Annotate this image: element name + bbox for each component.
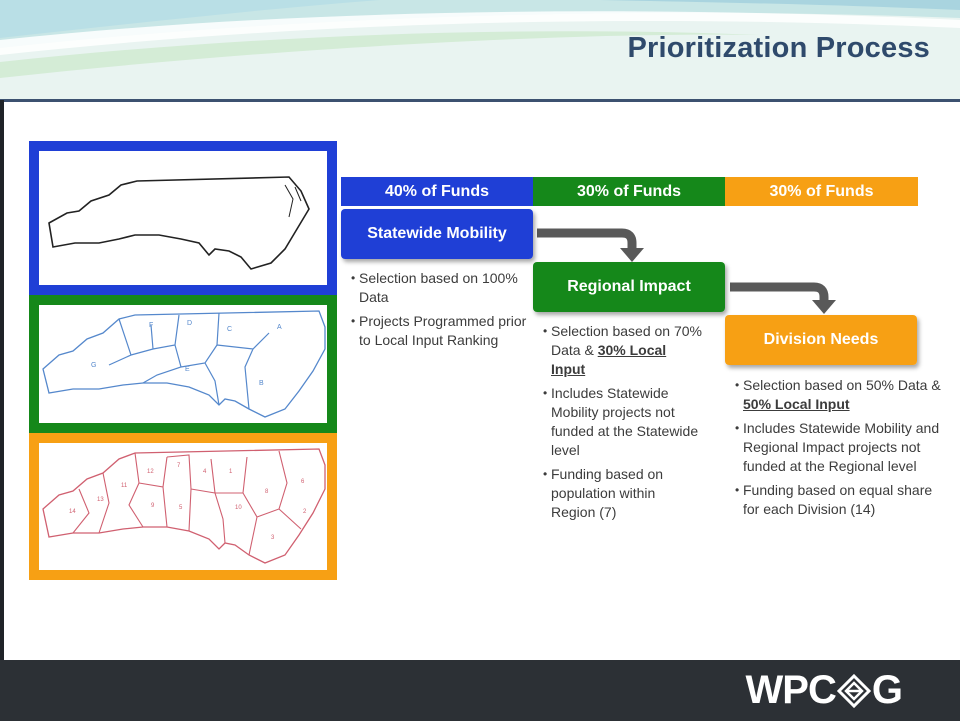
statewide-map-panel bbox=[29, 141, 337, 295]
division-label: 3 bbox=[271, 535, 275, 541]
left-border bbox=[0, 100, 4, 660]
division-bullet-funding: Funding based on equal share for each Di… bbox=[735, 481, 945, 519]
arrow-regional-to-division bbox=[730, 282, 836, 314]
regional-bullet-funding: Funding based on population within Regio… bbox=[543, 465, 703, 522]
division-label: 12 bbox=[147, 469, 154, 475]
regional-funds-bar: 30% of Funds bbox=[533, 177, 725, 206]
statewide-map bbox=[48, 176, 310, 270]
division-map: 14 13 11 12 9 7 5 4 1 10 8 6 3 2 bbox=[42, 448, 326, 564]
wpcog-logo: WPC G bbox=[745, 668, 903, 713]
division-label: 14 bbox=[69, 509, 76, 515]
division-label: 2 bbox=[303, 509, 307, 515]
regional-bullets: Selection based on 70% Data & 30% Local … bbox=[543, 322, 703, 527]
statewide-mobility-box: Statewide Mobility bbox=[341, 209, 533, 259]
region-label: F bbox=[149, 322, 153, 329]
logo-text-right: G bbox=[871, 668, 903, 712]
division-label: 4 bbox=[203, 469, 207, 475]
region-label: A bbox=[277, 324, 282, 331]
regional-impact-box: Regional Impact bbox=[533, 262, 725, 312]
arrow-statewide-to-regional bbox=[537, 228, 644, 262]
header-divider bbox=[0, 99, 960, 102]
statewide-funds-bar: 40% of Funds bbox=[341, 177, 533, 206]
division-bullet-includes: Includes Statewide Mobility and Regional… bbox=[735, 419, 945, 476]
division-bullet-data: Selection based on 50% Data & 50% Local … bbox=[735, 376, 945, 414]
division-label: 1 bbox=[229, 469, 233, 475]
header-swoosh-graphic bbox=[0, 0, 960, 79]
division-label: 10 bbox=[235, 505, 242, 511]
slide-footer bbox=[0, 660, 960, 721]
region-label: B bbox=[259, 380, 264, 387]
statewide-bullets: Selection based on 100% Data Projects Pr… bbox=[351, 269, 529, 355]
regional-map: F D C A G E B bbox=[42, 310, 326, 418]
division-local-input-emphasis: 50% Local Input bbox=[743, 396, 850, 412]
regional-bullet-data: Selection based on 70% Data & 30% Local … bbox=[543, 322, 703, 379]
division-funds-bar: 30% of Funds bbox=[725, 177, 918, 206]
division-label: 11 bbox=[121, 483, 128, 489]
slide-header: Prioritization Process bbox=[0, 0, 960, 100]
regional-map-panel: F D C A G E B bbox=[29, 295, 337, 433]
logo-text-left: WPC bbox=[745, 668, 837, 712]
regional-local-input-emphasis: 30% Local Input bbox=[551, 342, 667, 377]
division-needs-box: Division Needs bbox=[725, 315, 917, 365]
logo-diamond-icon bbox=[836, 673, 871, 708]
division-label: 5 bbox=[179, 505, 183, 511]
division-label: 8 bbox=[265, 489, 269, 495]
statewide-bullet-programmed: Projects Programmed prior to Local Input… bbox=[351, 312, 529, 350]
region-label: D bbox=[187, 320, 192, 327]
division-label: 7 bbox=[177, 463, 181, 469]
division-label: 9 bbox=[151, 503, 155, 509]
division-label: 6 bbox=[301, 479, 305, 485]
statewide-bullet-data: Selection based on 100% Data bbox=[351, 269, 529, 307]
slide-title: Prioritization Process bbox=[627, 32, 930, 64]
regional-bullet-includes: Includes Statewide Mobility projects not… bbox=[543, 384, 703, 460]
region-label: G bbox=[91, 362, 96, 369]
division-bullets: Selection based on 50% Data & 50% Local … bbox=[735, 376, 945, 524]
region-label: E bbox=[185, 366, 190, 373]
division-map-panel: 14 13 11 12 9 7 5 4 1 10 8 6 3 2 bbox=[29, 433, 337, 580]
division-label: 13 bbox=[97, 497, 104, 503]
region-label: C bbox=[227, 326, 232, 333]
